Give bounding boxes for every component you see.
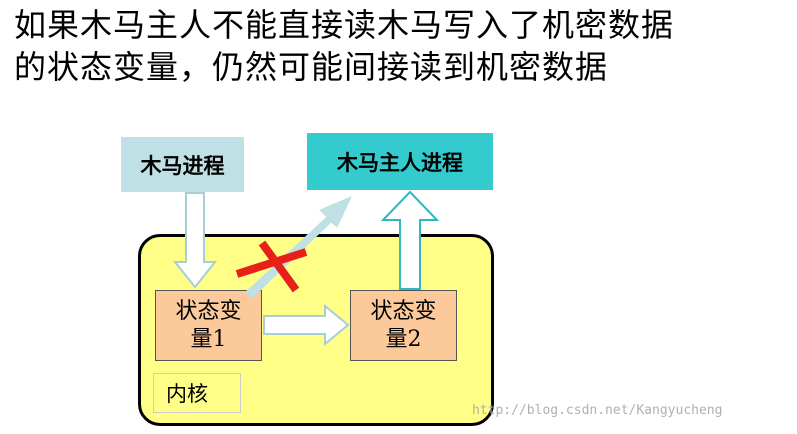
slide-title: 如果木马主人不能直接读木马写入了机密数据 的状态变量，仍然可能间接读到机密数据 [14,4,789,88]
arrow-blocked-direct-read [245,196,353,299]
arrow-var2-to-owner [380,190,440,290]
kernel-label: 内核 [153,373,241,413]
state-variable-1-node: 状态变 量1 [155,290,262,361]
blocked-x-icon [235,240,308,293]
watermark-url: http://blog.csdn.net/Kangyucheng [472,403,723,418]
slide-title-line-2: 的状态变量，仍然可能间接读到机密数据 [14,48,609,86]
trojan-process-node: 木马进程 [121,137,244,192]
arrow-trojan-to-var1 [172,192,218,289]
slide-title-line-1: 如果木马主人不能直接读木马写入了机密数据 [14,6,675,44]
trojan-owner-process-node: 木马主人进程 [307,133,493,190]
state-variable-2-node: 状态变 量2 [350,290,457,361]
arrow-var1-to-var2 [263,303,350,347]
